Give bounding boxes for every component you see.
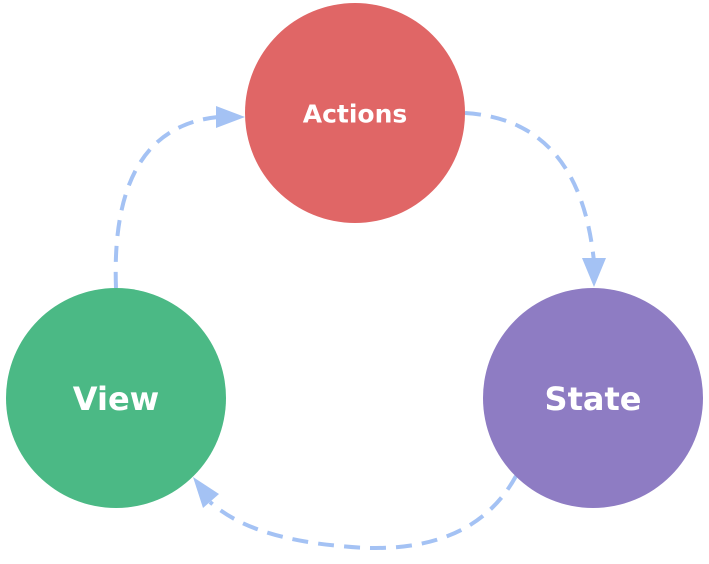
actions-label: Actions <box>303 100 408 129</box>
view-label: View <box>73 380 159 418</box>
view-node: View <box>6 288 226 508</box>
state-node: State <box>483 288 703 508</box>
arrowhead-view <box>193 477 219 508</box>
actions-circle <box>245 3 465 223</box>
state-circle <box>483 288 703 508</box>
arrow-view-to-actions <box>113 115 219 289</box>
arrow-state-to-view <box>208 475 518 550</box>
view-circle <box>6 288 226 508</box>
arrow-actions-to-state <box>464 111 596 263</box>
arrowhead-state <box>582 258 606 287</box>
state-label: State <box>545 380 642 418</box>
arrowhead-actions <box>216 106 245 128</box>
actions-node: Actions <box>245 3 465 223</box>
